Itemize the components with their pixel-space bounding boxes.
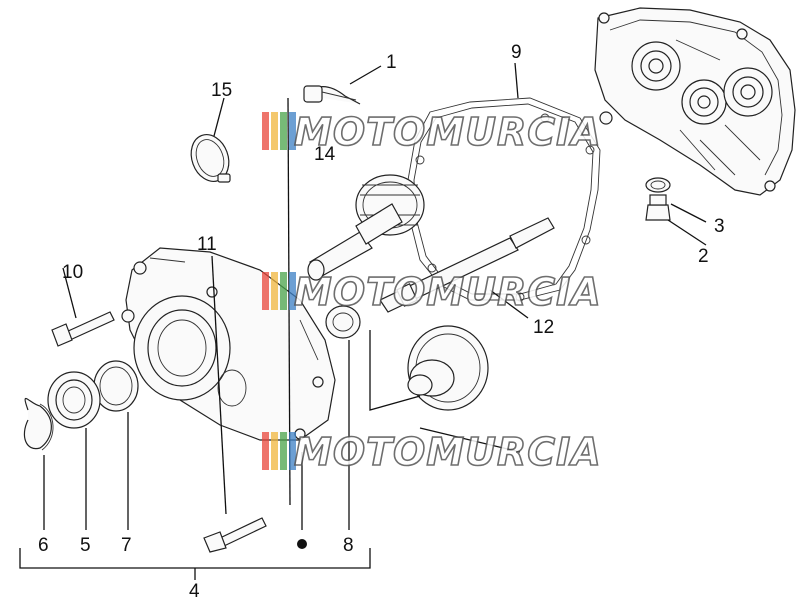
reference-dot	[297, 539, 307, 549]
label-5: 5	[80, 535, 91, 556]
watermark-text: MOTOMURCIA	[294, 110, 602, 154]
watermark-stripe	[280, 112, 287, 150]
bearing-5	[47, 371, 101, 429]
label-12: 12	[533, 317, 554, 338]
watermark-text: MOTOMURCIA	[294, 430, 602, 474]
bolt-10	[51, 311, 115, 347]
watermark-middle: MOTOMURCIA	[262, 269, 602, 315]
watermark-stripe	[262, 272, 269, 310]
label-7: 7	[121, 535, 132, 556]
drain-plug	[645, 177, 671, 221]
label-1: 1	[386, 52, 397, 73]
label-3: 3	[714, 216, 725, 237]
intermediate-gear	[407, 325, 489, 411]
oil-seal-7	[93, 360, 139, 412]
label-9: 9	[511, 42, 522, 63]
label-14: 14	[314, 144, 336, 165]
label-2: 2	[698, 246, 709, 267]
watermark-stripe	[271, 432, 278, 470]
label-15: 15	[211, 80, 232, 101]
bolt-11	[203, 517, 267, 553]
watermark-stripe	[289, 272, 296, 310]
label-4: 4	[189, 581, 200, 600]
watermark-stripe	[289, 112, 296, 150]
breather-pipe	[303, 85, 361, 105]
label-10: 10	[62, 262, 83, 283]
watermark-top: MOTOMURCIA	[262, 109, 602, 155]
part-labels: 1 2 3 4 5 6 7 8 9 10 11 12 14 15	[38, 42, 725, 600]
watermark-text: MOTOMURCIA	[294, 270, 602, 314]
watermark-stripe	[271, 272, 278, 310]
circlip-6	[23, 397, 54, 451]
label-8: 8	[343, 535, 354, 556]
bearing-8	[325, 305, 361, 339]
watermark-stripe	[289, 432, 296, 470]
gear-shaft-14	[307, 174, 425, 281]
watermark-stripe	[262, 432, 269, 470]
gearbox-cover	[594, 7, 796, 196]
watermark-stripe	[280, 272, 287, 310]
output-shaft	[379, 217, 555, 313]
watermark-stripe	[262, 112, 269, 150]
label-11: 11	[197, 234, 217, 255]
label-6: 6	[38, 535, 49, 556]
watermark-bottom: MOTOMURCIA	[262, 429, 602, 475]
watermark-stripe	[280, 432, 287, 470]
watermark-stripe	[271, 112, 278, 150]
hose-clip	[190, 134, 231, 183]
